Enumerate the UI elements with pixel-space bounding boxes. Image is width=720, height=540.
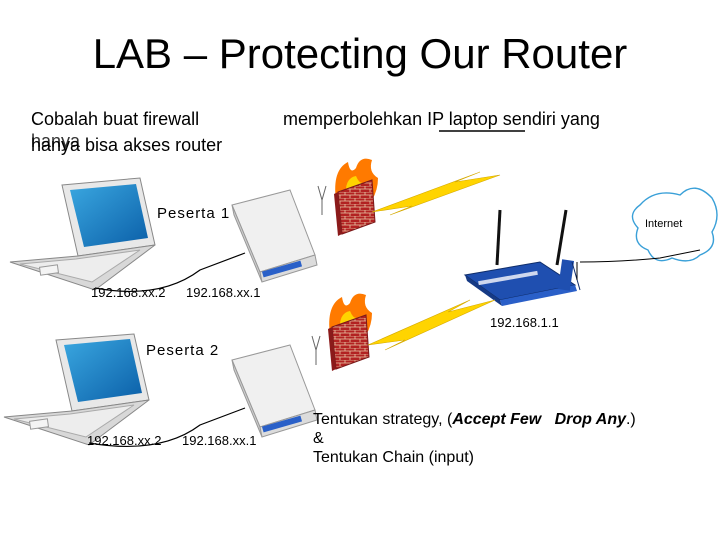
strategy-line1: Tentukan strategy, (Accept Few Drop Any.… [313, 410, 636, 429]
uplink-cable [579, 249, 701, 263]
strategy-line2: & [313, 430, 324, 447]
peserta-1-laptop-ip: 192.168.xx.2 [91, 285, 166, 300]
peserta-1-label: Peserta 1 [157, 205, 231, 222]
instruction-line2: hanya bisa akses router [31, 135, 223, 155]
routerboard-1-icon [231, 189, 318, 283]
laptop-2-icon [3, 333, 150, 446]
lightning-1-icon [371, 171, 501, 216]
lightning-2-icon [367, 299, 496, 351]
internet-label: Internet [645, 218, 683, 230]
routerboard-2-icon [231, 344, 318, 438]
strategy-suffix: .) [625, 411, 636, 428]
firewall-1-icon [334, 158, 378, 236]
strategy-emphasis: Accept Few Drop Any [452, 411, 626, 428]
peserta-2-laptop-ip: 192.168.xx.2 [87, 433, 162, 448]
cable-1 [94, 252, 246, 293]
peserta-1-router-ip: 192.168.xx.1 [186, 285, 261, 300]
strategy-line3: Tentukan Chain (input) [313, 449, 474, 466]
instruction-line1-continued: memperbolehkan IP laptop sendiri yang [283, 109, 600, 129]
slide-title: LAB – Protecting Our Router [92, 30, 628, 77]
antenna-2-icon [311, 335, 321, 365]
firewall-2-icon [328, 293, 372, 371]
antenna-1-icon [317, 185, 327, 215]
internet-cloud-icon [631, 187, 718, 262]
instruction-overlap-word: hanya [31, 131, 81, 151]
strategy-block: Tentukan strategy, (Accept Few Drop Any.… [313, 410, 636, 467]
strategy-prefix: Tentukan strategy, ( [313, 411, 453, 428]
cable-2 [88, 407, 246, 448]
peserta-2-label: Peserta 2 [146, 342, 220, 359]
laptop-1-icon [9, 177, 156, 291]
gateway-router-icon [463, 209, 581, 306]
peserta-2-router-ip: 192.168.xx.1 [182, 433, 257, 448]
instruction-line1: Cobalah buat firewall [31, 109, 200, 129]
gateway-ip: 192.168.1.1 [490, 315, 559, 330]
